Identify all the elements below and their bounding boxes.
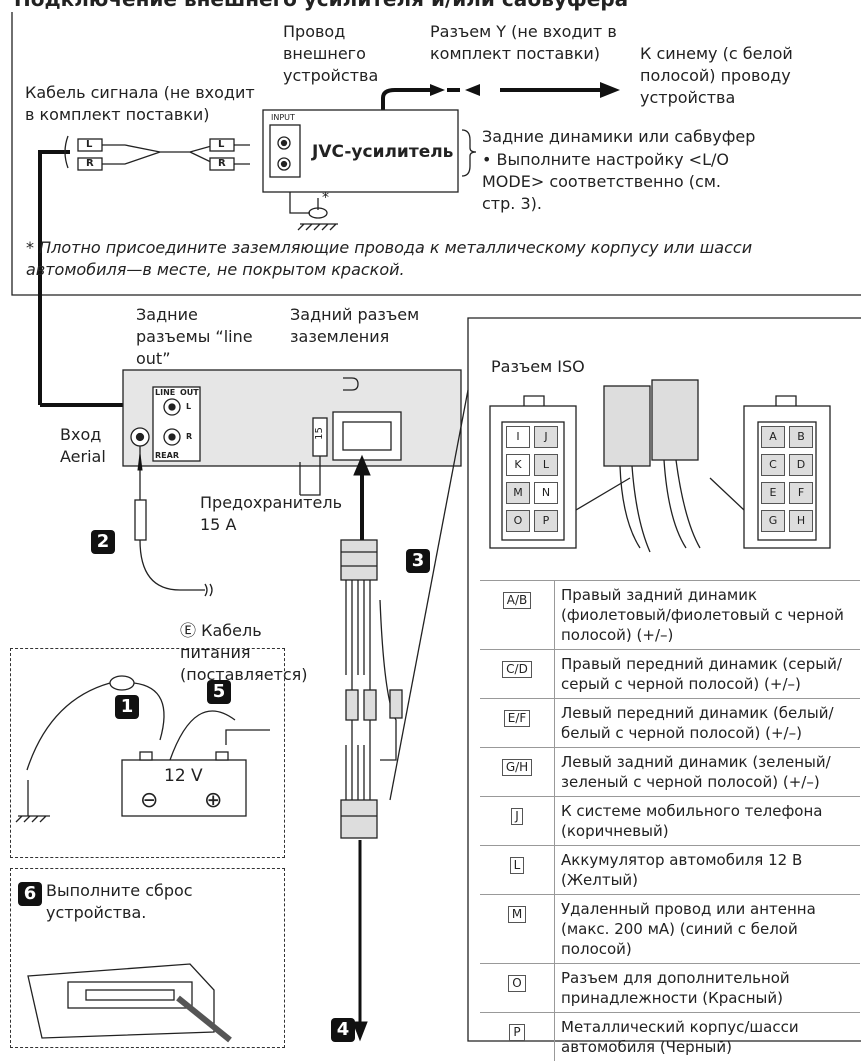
iso-pin-key-box: L (510, 857, 525, 874)
aerial-input-label: Вход Aerial (60, 424, 120, 468)
iso-pin-key: O (480, 964, 555, 1013)
step-2: 2 (91, 530, 115, 554)
iso-pin-key-box: G/H (502, 759, 532, 776)
right-pin-c: C (761, 454, 785, 476)
iso-table-row: C/D Правый передний динамик (серый/серый … (480, 650, 860, 699)
iso-table-row: M Удаленный провод или антенна (макс. 200… (480, 895, 860, 964)
iso-pin-desc: Левый передний динамик (белый/белый с че… (555, 699, 861, 748)
step-5: 5 (207, 680, 231, 704)
iso-pin-desc: К системе мобильного телефона (коричневы… (555, 797, 861, 846)
iso-table-row: G/H Левый задний динамик (зеленый/зеленый… (480, 748, 860, 797)
plug-l-2: L (218, 139, 224, 150)
amp-label: JVC-усилитель (312, 141, 453, 163)
right-pin-a: A (761, 426, 785, 448)
fuse-value: 15 (314, 427, 325, 440)
plug-r-2: R (218, 158, 226, 169)
y-arrow-left (465, 84, 480, 96)
iso-pin-desc: Металлический корпус/шасси автомобиля (Ч… (555, 1013, 861, 1061)
panel-r-label: R (186, 432, 192, 441)
panel-l-label: L (186, 402, 191, 411)
ground-terminal-label: Задний разъем заземления (290, 304, 420, 348)
right-pin-g: G (761, 510, 785, 532)
right-pin-b: B (789, 426, 813, 448)
left-pin-n: N (534, 482, 558, 504)
iso-table-row: P Металлический корпус/шасси автомобиля (… (480, 1013, 860, 1061)
iso-pin-key-box: E/F (504, 710, 531, 727)
iso-pin-key: J (480, 797, 555, 846)
y-connector-label: Разъем Y (не входит в комплект поставки) (430, 21, 620, 65)
iso-pin-key: M (480, 895, 555, 964)
plug-r-1: R (86, 158, 94, 169)
step-6: 6 (18, 882, 42, 906)
iso-pin-desc: Разъем для дополнительной принадлежности… (555, 964, 861, 1013)
step-1: 1 (115, 695, 139, 719)
amp-input-label: INPUT (271, 113, 295, 123)
panel-rear-label: REAR (155, 451, 179, 460)
rear-speakers-label: Задние динамики или сабвуфер (482, 126, 755, 148)
to-remote-wire-label: К синему (с белой полосой) проводу устро… (640, 43, 830, 109)
iso-pin-table: A/B Правый задний динамик (фиолетовый/фио… (480, 580, 860, 1061)
left-pin-o: O (506, 510, 530, 532)
ground-footnote: * Плотно присоедините заземляющие провод… (26, 237, 806, 281)
plug-l-1: L (86, 139, 92, 150)
iso-pin-desc: Удаленный провод или антенна (макс. 200 … (555, 895, 861, 964)
left-pin-p: P (534, 510, 558, 532)
ground-asterisk: * (322, 190, 329, 206)
panel-out-label: OUT (180, 388, 199, 397)
reset-text: Выполните сброс устройства. (46, 880, 196, 924)
iso-pin-desc: Правый передний динамик (серый/серый с ч… (555, 650, 861, 699)
iso-pin-key-box: A/B (503, 592, 531, 609)
y-arrow-right-1 (430, 84, 445, 96)
battery-inset (10, 648, 285, 858)
iso-pin-key-box: P (509, 1024, 524, 1041)
left-pin-i: I (506, 426, 530, 448)
iso-table-row: O Разъем для дополнительной принадлежност… (480, 964, 860, 1013)
signal-cable-label: Кабель сигнала (не входит в комплект пос… (25, 82, 255, 126)
panel-line-label: LINE (155, 388, 175, 397)
y-arrow-right-2 (600, 82, 620, 98)
iso-pin-key: P (480, 1013, 555, 1061)
iso-pin-desc: Левый задний динамик (зеленый/зеленый с … (555, 748, 861, 797)
step-3: 3 (406, 549, 430, 573)
iso-pin-key-box: C/D (502, 661, 532, 678)
left-pin-j: J (534, 426, 558, 448)
iso-pin-key-box: M (508, 906, 526, 923)
right-pin-h: H (789, 510, 813, 532)
iso-pin-key: C/D (480, 650, 555, 699)
iso-pin-key: E/F (480, 699, 555, 748)
left-pin-m: M (506, 482, 530, 504)
iso-pin-desc: Аккумулятор автомобиля 12 В (Желтый) (555, 846, 861, 895)
left-pin-l: L (534, 454, 558, 476)
left-pin-k: K (506, 454, 530, 476)
iso-table-row: A/B Правый задний динамик (фиолетовый/фио… (480, 581, 860, 650)
right-pin-e: E (761, 482, 785, 504)
iso-table-row: E/F Левый передний динамик (белый/белый с… (480, 699, 860, 748)
iso-table-row: L Аккумулятор автомобиля 12 В (Желтый) (480, 846, 860, 895)
iso-pin-key: G/H (480, 748, 555, 797)
fuse-label: Предохранитель 15 A (200, 492, 330, 536)
ext-wire-label: Провод внешнего устройства (283, 21, 393, 87)
arrow-down-head (353, 1022, 367, 1040)
line-out-label: Задние разъемы “line out” (136, 304, 266, 370)
step-4: 4 (331, 1018, 355, 1042)
iso-pin-key-box: O (508, 975, 525, 992)
iso-pin-key-box: J (511, 808, 523, 825)
lo-mode-note: • Выполните настройку <L/O MODE> соответ… (482, 149, 742, 215)
iso-title: Разъем ISO (491, 356, 585, 378)
iso-table-row: J К системе мобильного телефона (коричнев… (480, 797, 860, 846)
iso-pin-desc: Правый задний динамик (фиолетовый/фиолет… (555, 581, 861, 650)
right-pin-d: D (789, 454, 813, 476)
iso-pin-key: A/B (480, 581, 555, 650)
right-pin-f: F (789, 482, 813, 504)
iso-pin-key: L (480, 846, 555, 895)
